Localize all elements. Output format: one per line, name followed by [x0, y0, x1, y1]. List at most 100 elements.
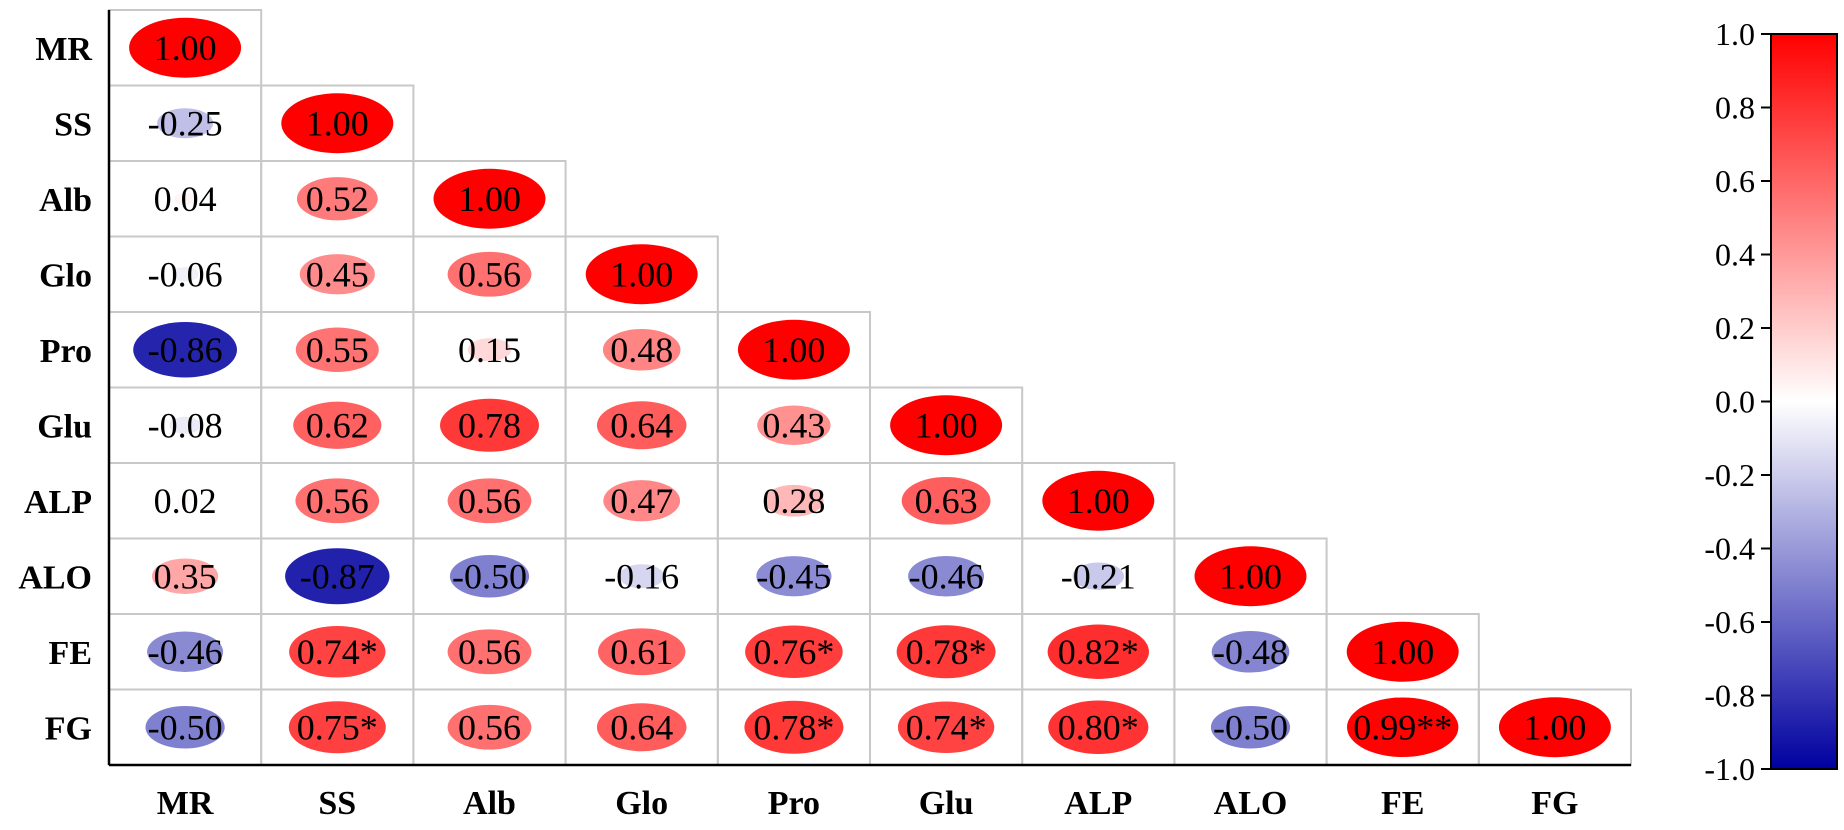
correlation-ellipse-Pro-MR — [133, 321, 238, 378]
correlation-value-ALO-SS: -0.87 — [300, 556, 375, 596]
correlation-ellipse-Glu-Glu — [890, 395, 1003, 456]
correlation-ellipse-MR-MR — [129, 17, 242, 78]
correlation-ellipse-ALP-ALP — [1042, 470, 1155, 531]
correlation-value-Pro-Glo: 0.48 — [610, 330, 673, 370]
row-label-ALP: ALP — [24, 484, 92, 521]
row-label-FG: FG — [45, 710, 92, 747]
correlation-ellipse-Pro-SS — [295, 327, 379, 372]
correlation-value-ALO-Alb: -0.50 — [452, 556, 527, 596]
correlation-value-FE-SS: 0.74* — [297, 632, 378, 672]
correlation-value-FG-FG: 1.00 — [1523, 707, 1586, 747]
col-label-SS: SS — [318, 785, 356, 822]
correlation-value-ALO-Pro: -0.45 — [756, 556, 831, 596]
col-label-FE: FE — [1381, 785, 1424, 822]
row-label-FE: FE — [49, 635, 92, 672]
row-label-Alb: Alb — [39, 182, 92, 219]
correlation-ellipse-FE-ALP — [1047, 624, 1150, 679]
correlation-value-FG-Glo: 0.64 — [610, 707, 673, 747]
correlation-value-Pro-MR: -0.86 — [148, 330, 223, 370]
col-label-ALP: ALP — [1064, 785, 1132, 822]
correlation-ellipse-ALO-Glo — [619, 564, 665, 589]
colorbar-tick-label: 0.2 — [1715, 310, 1755, 346]
correlation-value-SS-SS: 1.00 — [306, 103, 369, 143]
correlation-value-Alb-SS: 0.52 — [306, 179, 369, 219]
correlation-value-Glu-MR: -0.08 — [148, 405, 223, 445]
correlation-ellipse-Alb-Alb — [433, 168, 546, 229]
correlation-ellipse-ALO-Glu — [908, 555, 985, 597]
correlation-ellipse-ALO-MR — [152, 558, 219, 594]
correlation-value-ALO-ALO: 1.00 — [1219, 556, 1282, 596]
col-label-Alb: Alb — [463, 785, 516, 822]
correlation-ellipse-ALP-MR — [177, 496, 194, 505]
correlation-ellipse-Alb-MR — [173, 192, 197, 205]
correlation-value-SS-MR: -0.25 — [148, 103, 223, 143]
correlation-ellipse-FE-MR — [147, 631, 224, 673]
row-label-Glu: Glu — [37, 408, 92, 445]
correlation-value-FE-ALP: 0.82* — [1058, 632, 1139, 672]
correlation-ellipse-ALO-Pro — [756, 556, 832, 597]
correlation-ellipse-ALP-SS — [295, 478, 380, 524]
correlation-ellipse-FE-FE — [1346, 621, 1459, 682]
correlation-value-ALP-Glu: 0.63 — [915, 481, 978, 521]
correlation-value-ALO-Glu: -0.46 — [909, 556, 984, 596]
correlation-value-Pro-Pro: 1.00 — [762, 330, 825, 370]
correlation-value-FG-MR: -0.50 — [148, 707, 223, 747]
correlation-ellipse-SS-MR — [157, 108, 214, 139]
correlation-ellipse-FG-MR — [145, 706, 225, 749]
correlation-ellipse-Pro-Glo — [602, 328, 681, 371]
colorbar-tick-label: 0.4 — [1715, 237, 1755, 273]
correlation-value-FE-ALO: -0.48 — [1213, 632, 1288, 672]
correlation-ellipse-ALO-Alb — [449, 555, 530, 598]
correlation-ellipse-FG-ALP — [1048, 700, 1149, 755]
correlation-ellipse-FG-FG — [1498, 697, 1611, 758]
correlation-value-ALO-Glo: -0.16 — [604, 556, 679, 596]
correlation-value-Glo-MR: -0.06 — [148, 254, 223, 294]
correlation-value-FG-ALP: 0.80* — [1058, 707, 1139, 747]
correlation-ellipse-FE-Alb — [447, 629, 532, 675]
correlation-value-Glu-Glo: 0.64 — [610, 405, 673, 445]
row-label-Glo: Glo — [39, 257, 92, 294]
correlation-value-Glu-Glu: 1.00 — [915, 405, 978, 445]
correlation-ellipse-Glu-Glo — [596, 401, 687, 450]
colorbar-tick-label: -0.2 — [1704, 457, 1755, 493]
correlation-value-FE-FE: 1.00 — [1371, 632, 1434, 672]
col-label-Glo: Glo — [615, 785, 668, 822]
correlation-value-ALP-Pro: 0.28 — [762, 481, 825, 521]
correlation-ellipse-Glu-MR — [169, 416, 201, 434]
correlation-value-Glu-SS: 0.62 — [306, 405, 369, 445]
correlation-value-Glu-Pro: 0.43 — [762, 405, 825, 445]
row-label-MR: MR — [35, 31, 92, 68]
correlation-value-FE-Glu: 0.78* — [906, 632, 987, 672]
colorbar-tick-label: -0.4 — [1704, 531, 1755, 567]
correlation-value-ALP-MR: 0.02 — [154, 481, 217, 521]
correlation-value-Alb-Alb: 1.00 — [458, 179, 521, 219]
colorbar-tick-label: 1.0 — [1715, 16, 1755, 52]
correlation-ellipse-Glu-SS — [293, 401, 382, 449]
correlation-ellipse-Pro-Pro — [737, 319, 850, 380]
correlation-ellipse-Glo-Glo — [585, 244, 698, 305]
correlation-value-FG-Alb: 0.56 — [458, 707, 521, 747]
col-label-ALO: ALO — [1214, 785, 1288, 822]
correlation-ellipse-ALP-Glu — [901, 476, 991, 525]
correlation-value-FE-Alb: 0.56 — [458, 632, 521, 672]
colorbar-tick-label: -1.0 — [1704, 751, 1755, 787]
correlation-value-ALO-ALP: -0.21 — [1061, 556, 1136, 596]
correlation-ellipse-FG-Alb — [447, 704, 532, 750]
correlation-ellipse-ALP-Glo — [603, 480, 681, 522]
correlation-ellipse-SS-SS — [281, 93, 394, 154]
correlation-ellipse-ALO-SS — [285, 548, 390, 605]
correlation-value-ALP-ALP: 1.00 — [1067, 481, 1130, 521]
correlation-value-MR-MR: 1.00 — [154, 28, 217, 68]
row-label-Pro: Pro — [40, 333, 92, 370]
correlation-value-ALP-Alb: 0.56 — [458, 481, 521, 521]
correlation-ellipse-Pro-Alb — [467, 338, 512, 362]
row-label-SS: SS — [54, 106, 92, 143]
correlation-value-Glu-Alb: 0.78 — [458, 405, 521, 445]
correlation-value-FG-Glu: 0.74* — [906, 707, 987, 747]
colorbar-tick-label: 0.8 — [1715, 90, 1755, 126]
correlation-ellipse-FG-Glu — [897, 701, 995, 754]
correlation-ellipse-FG-ALO — [1210, 706, 1291, 749]
